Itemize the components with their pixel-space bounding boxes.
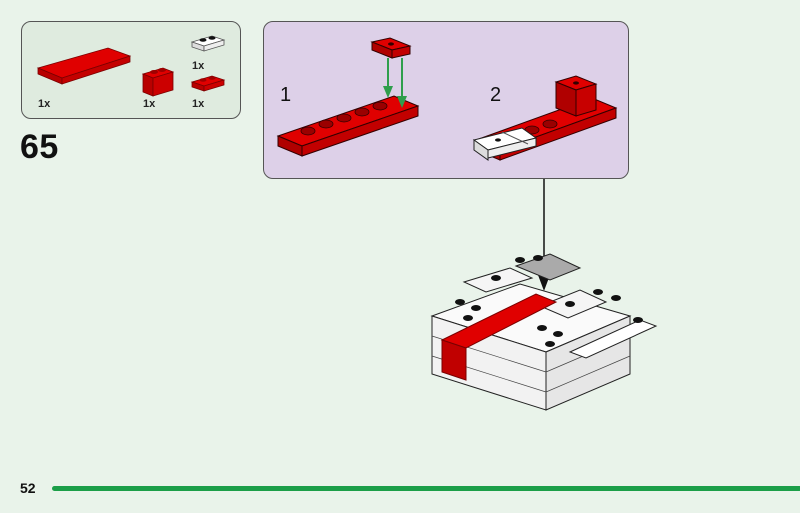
part-quantity: 1x [192,60,205,72]
part-quantity: 1x [38,98,51,110]
sub-step-1-illustration [276,37,420,157]
step-number: 65 [20,128,59,166]
parts-list-box: 1x 1x 1x 1x [21,21,241,119]
main-model-illustration [430,253,658,411]
sub-step-2-illustration [472,75,618,161]
part-quantity: 1x [143,98,156,110]
sub-step-label: 1 [280,84,292,106]
part-red-brick-1x2 [141,67,175,97]
progress-bar [52,486,800,491]
part-white-plate-rail [190,35,226,52]
part-red-tile-2x6 [36,47,132,85]
part-quantity: 1x [192,98,205,110]
page-number: 52 [20,480,36,496]
sub-assembly-box: 1 2 [263,21,629,179]
sub-step-label: 2 [490,84,502,106]
part-red-plate-1x2 [190,75,226,92]
